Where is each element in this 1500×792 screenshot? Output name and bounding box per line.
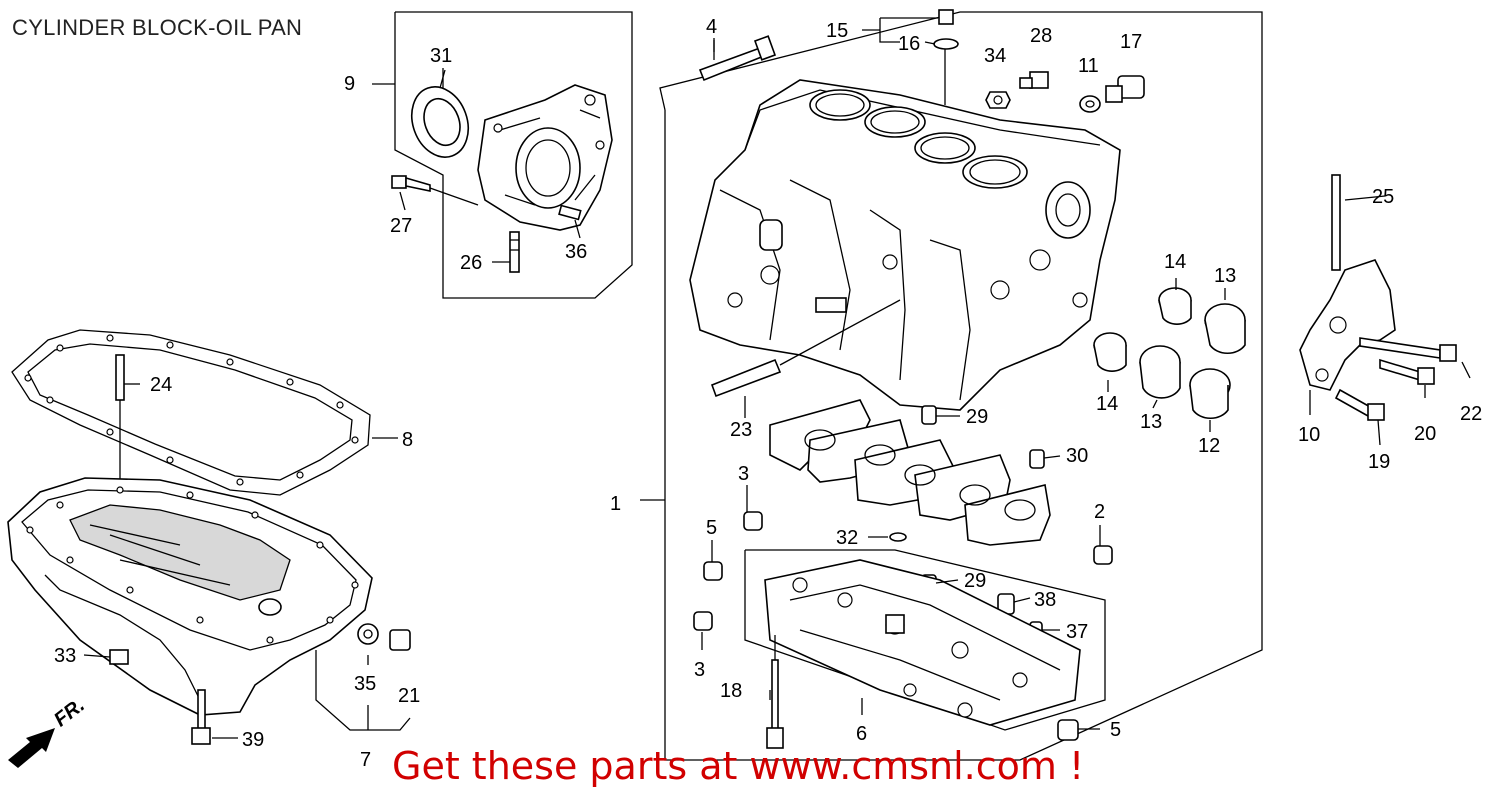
callout-9: 9 <box>344 73 355 95</box>
oil-pump-group <box>372 11 633 299</box>
crank-bearings <box>1093 287 1246 420</box>
callout-19: 19 <box>1368 451 1390 473</box>
callout-13: 13 <box>1140 411 1162 433</box>
front-direction-arrow <box>8 728 55 768</box>
callout-14: 14 <box>1096 393 1118 415</box>
leader-lines <box>83 17 1471 739</box>
callout-29: 29 <box>964 570 986 592</box>
engine-mount-bracket <box>1299 174 1457 421</box>
callout-13: 13 <box>1214 265 1236 287</box>
callout-15: 15 <box>826 20 848 42</box>
oil-pan <box>7 477 411 745</box>
callout-33: 33 <box>54 645 76 667</box>
bearing-caps <box>769 399 1051 546</box>
callout-4: 4 <box>706 16 717 38</box>
callout-32: 32 <box>836 527 858 549</box>
callout-5: 5 <box>706 517 717 539</box>
callout-6: 6 <box>856 723 867 745</box>
callout-7: 7 <box>360 749 371 771</box>
diagram-title: CYLINDER BLOCK-OIL PAN <box>12 15 303 40</box>
callout-labels: 1 2 3 3 4 5 5 6 7 8 9 10 11 12 13 13 14 … <box>54 16 1482 771</box>
callout-16: 16 <box>898 33 920 55</box>
callout-27: 27 <box>390 215 412 237</box>
bed-plate-group <box>693 511 1113 749</box>
callout-29: 29 <box>966 406 988 428</box>
callout-38: 38 <box>1034 589 1056 611</box>
footer-promo-text[interactable]: Get these parts at www.cmsnl.com ! <box>392 744 1085 788</box>
callout-26: 26 <box>460 252 482 274</box>
callout-39: 39 <box>242 729 264 751</box>
callout-11: 11 <box>1078 55 1099 77</box>
callout-24: 24 <box>150 374 172 396</box>
callout-31: 31 <box>430 45 452 67</box>
callout-37: 37 <box>1066 621 1088 643</box>
callout-10: 10 <box>1298 424 1320 446</box>
callout-20: 20 <box>1414 423 1436 445</box>
callout-35: 35 <box>354 673 376 695</box>
callout-22: 22 <box>1460 403 1482 425</box>
callout-36: 36 <box>565 241 587 263</box>
callout-3: 3 <box>694 659 705 681</box>
callout-5: 5 <box>1110 719 1121 741</box>
callout-2: 2 <box>1094 501 1105 523</box>
callout-14: 14 <box>1164 251 1186 273</box>
callout-34: 34 <box>984 45 1006 67</box>
callout-21: 21 <box>398 685 420 707</box>
callout-18: 18 <box>720 680 742 702</box>
callout-17: 17 <box>1120 31 1142 53</box>
cylinder-block <box>689 45 1121 411</box>
callout-23: 23 <box>730 419 752 441</box>
callout-8: 8 <box>402 429 413 451</box>
callout-12: 12 <box>1198 435 1220 457</box>
stud-23 <box>710 358 782 398</box>
small-parts-top <box>698 9 1145 113</box>
callout-3: 3 <box>738 463 749 485</box>
oil-pan-gasket <box>11 329 398 496</box>
callout-1: 1 <box>610 493 621 515</box>
callout-25: 25 <box>1372 186 1394 208</box>
callout-28: 28 <box>1030 25 1052 47</box>
callout-30: 30 <box>1066 445 1088 467</box>
